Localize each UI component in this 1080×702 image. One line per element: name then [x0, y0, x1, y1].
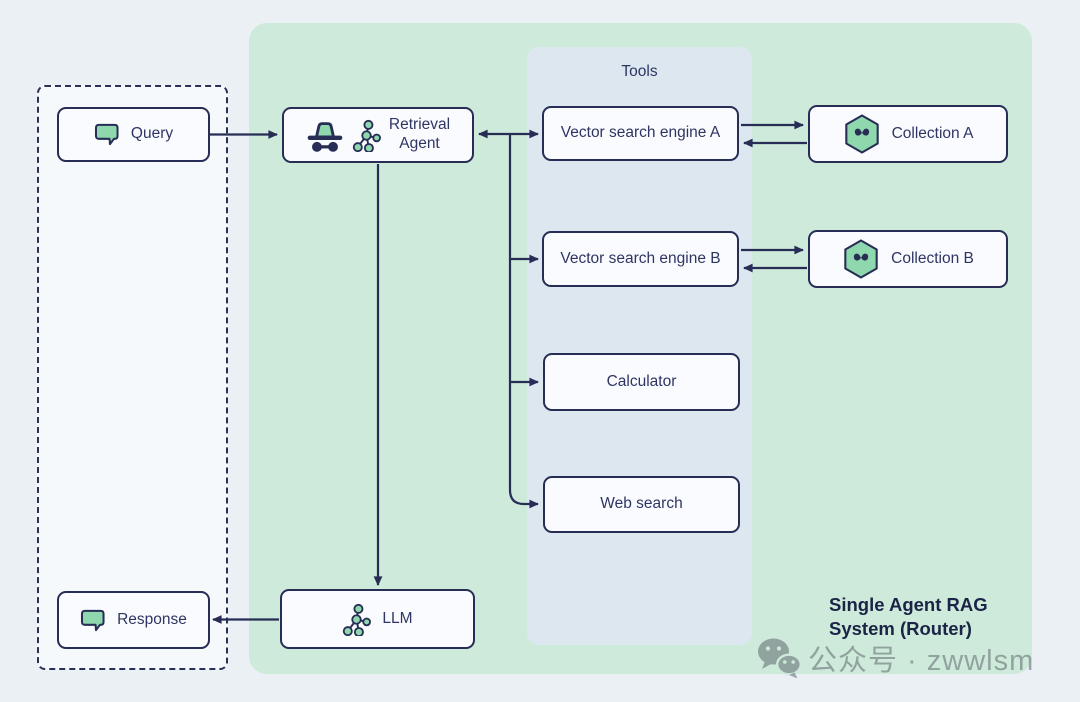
web-search-label: Web search [600, 495, 683, 513]
detective-hat-icon [307, 122, 343, 152]
network-nodes-icon [352, 119, 381, 152]
diagram-caption: Single Agent RAG System (Router) [829, 594, 988, 639]
chat-bubble-icon [81, 609, 105, 631]
user-io-dashed-group [37, 85, 228, 670]
weaviate-hexagon-icon [844, 239, 878, 279]
llm-label: LLM [382, 609, 413, 627]
chat-bubble-icon [94, 123, 119, 146]
calculator-node: Calculator [543, 353, 740, 411]
retrieval-agent-label: Retrieval Agent [388, 116, 451, 152]
collection-b-label: Collection B [891, 249, 974, 267]
response-node: Response [57, 591, 210, 649]
retrieval-agent-node: Retrieval Agent [282, 107, 474, 163]
response-label: Response [117, 610, 187, 628]
watermark-text: 公众号 · zwwlsm [808, 645, 1035, 677]
vector-search-engine-a-node: Vector search engine A [542, 106, 739, 161]
llm-node: LLM [280, 589, 475, 649]
vector-search-engine-a-label: Vector search engine A [560, 124, 721, 142]
tools-panel-title: Tools [621, 63, 658, 80]
query-node: Query [57, 107, 210, 162]
collection-b-node: Collection B [808, 230, 1008, 288]
query-label: Query [130, 125, 174, 143]
vector-search-engine-b-label: Vector search engine B [560, 249, 721, 267]
weaviate-hexagon-icon [844, 114, 879, 154]
calculator-label: Calculator [606, 372, 677, 390]
watermark: 公众号 · zwwlsm [756, 636, 1034, 680]
vector-search-engine-b-node: Vector search engine B [542, 231, 739, 287]
web-search-node: Web search [543, 476, 740, 533]
wechat-icon [758, 638, 802, 679]
network-nodes-icon [343, 603, 372, 636]
collection-a-node: Collection A [808, 105, 1008, 163]
collection-a-label: Collection A [891, 124, 974, 142]
